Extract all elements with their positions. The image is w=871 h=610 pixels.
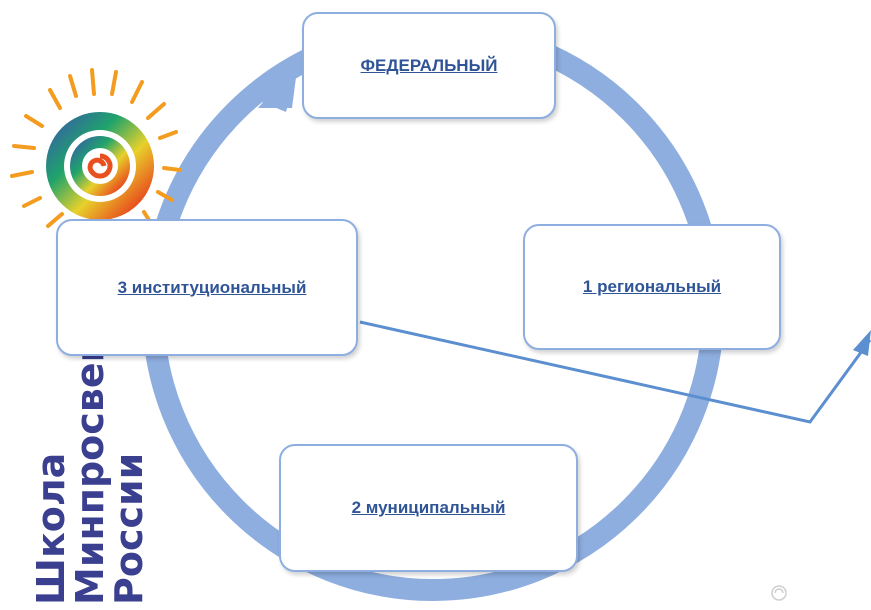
node-federal-link[interactable]: ФЕДЕРАЛЬНЫЙ <box>360 55 498 75</box>
node-federal[interactable]: ФЕДЕРАЛЬНЫЙ <box>302 12 556 119</box>
node-regional-link[interactable]: 1 региональный <box>582 277 722 296</box>
connector-arrowhead <box>853 330 871 356</box>
node-municipal-link[interactable]: 2 муниципальный <box>351 498 506 517</box>
watermark-icon <box>771 585 787 601</box>
node-institutional-link[interactable]: 3 институциональный <box>117 277 307 297</box>
cycle-arrowhead-tip <box>248 58 300 112</box>
node-municipal[interactable]: 2 муниципальный <box>279 444 578 572</box>
rainbow-spiral-sun-icon <box>10 68 182 248</box>
connector-line <box>359 320 871 424</box>
node-institutional[interactable]: 3 институциональный <box>56 219 358 356</box>
brand-block <box>4 60 219 610</box>
node-regional[interactable]: 1 региональный <box>523 224 781 350</box>
